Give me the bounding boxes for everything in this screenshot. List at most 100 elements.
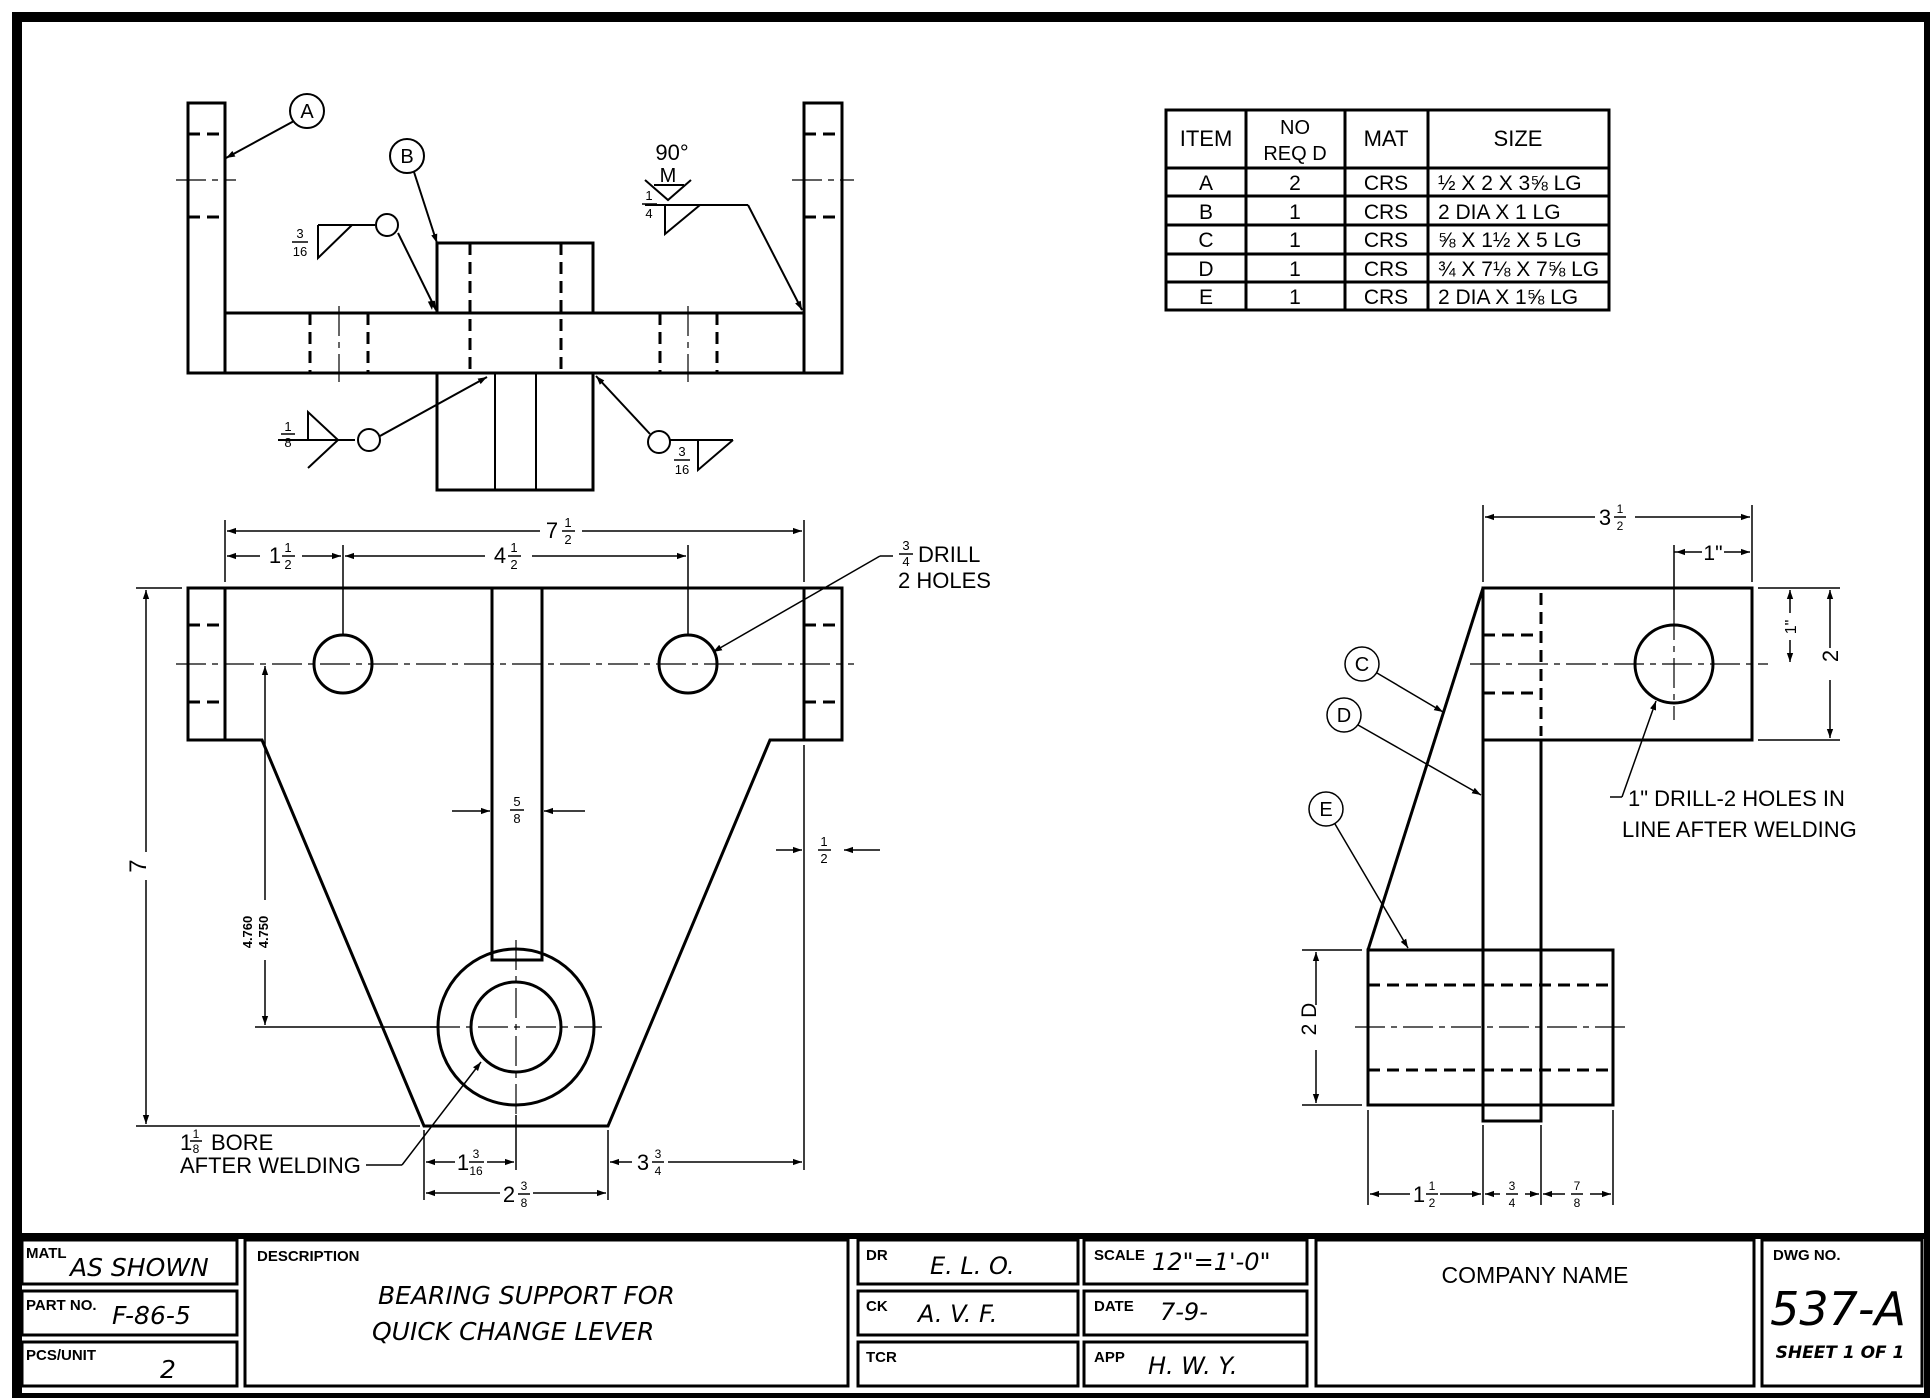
side-bottom-3-4-den: 4 <box>1509 1196 1516 1210</box>
balloon-d <box>1326 697 1362 733</box>
dim-3-3-4-den: 4 <box>655 1164 662 1178</box>
weld-m: M <box>660 165 677 187</box>
side-bottom-den: 2 <box>1429 1196 1436 1210</box>
top-view <box>176 101 854 492</box>
bom-row-mat: CRS <box>1364 229 1408 252</box>
front-view-text: 7 1 2 1 1 2 4 1 2 3 4 DRILL 2 HOLES 5 8 … <box>125 515 991 1210</box>
side-dim-2: 2 <box>1818 650 1843 662</box>
bom-row-qty: 1 <box>1289 286 1301 309</box>
side-dim-1in: 1" <box>1703 542 1722 565</box>
balloon-e <box>1308 791 1344 827</box>
pcs-unit-label: PCS/UNIT <box>26 1347 96 1364</box>
side-gusset <box>1366 587 1485 951</box>
top-view-annotations <box>225 93 803 473</box>
bom-row-item: C <box>1198 229 1213 252</box>
top-hub-upper <box>435 241 595 315</box>
weld-quarter-den: 4 <box>645 206 652 221</box>
dim-overall-whole: 7 <box>546 518 558 543</box>
side-view-dimensions <box>1302 505 1840 1205</box>
weld-angle: 90° <box>655 140 688 165</box>
bom-row-mat: CRS <box>1364 258 1408 281</box>
dim-spacing-den: 2 <box>510 557 517 572</box>
balloon-c-label: C <box>1355 654 1369 676</box>
balloon-e-label: E <box>1319 799 1332 821</box>
weld-left-num: 3 <box>296 226 303 241</box>
weld-right-num: 3 <box>678 444 685 459</box>
dim-height: 7 <box>125 859 152 872</box>
dim-1-3-16-den: 16 <box>469 1164 483 1178</box>
dim-2-3-8-den: 8 <box>521 1196 528 1210</box>
dim-3-3-4-whole: 3 <box>637 1150 649 1175</box>
description-label: DESCRIPTION <box>257 1248 360 1265</box>
weld-eighth-num: 1 <box>284 419 291 434</box>
ck-label: CK <box>866 1298 888 1315</box>
matl-label: MATL <box>26 1245 67 1262</box>
side-bottom-whole: 1 <box>1413 1182 1425 1207</box>
date-value: 7-9- <box>1160 1298 1208 1326</box>
bore-note-num: 1 <box>193 1127 200 1141</box>
side-view <box>1355 586 1768 1123</box>
side-dim-2d: 2 D <box>1298 1003 1321 1036</box>
bill-of-materials: ITEM NO REQ D MAT SIZE A 2 CRS ½ X 2 X 3… <box>1164 108 1611 312</box>
dim-overall-num: 1 <box>564 515 571 530</box>
bom-row-mat: CRS <box>1364 172 1408 195</box>
dim-offset-whole: 1 <box>269 543 281 568</box>
scale-value: 12"=1'-0" <box>1152 1248 1271 1276</box>
drill-note-text: DRILL <box>918 542 980 567</box>
dim-side-num: 1 <box>820 834 827 849</box>
bom-header-size: SIZE <box>1494 126 1543 151</box>
weld-quarter-num: 1 <box>645 188 652 203</box>
balloon-b <box>389 138 425 174</box>
drill-note-holes: 2 HOLES <box>898 568 991 593</box>
dim-web-num: 5 <box>513 794 520 809</box>
dim-3-3-4-num: 3 <box>655 1147 662 1161</box>
bom-header-reqd: REQ D <box>1263 143 1326 165</box>
matl-value: AS SHOWN <box>68 1253 209 1282</box>
ck-value: A. V. F. <box>916 1300 997 1328</box>
bom-row-mat: CRS <box>1364 286 1408 309</box>
bore-note-text: BORE <box>211 1130 273 1155</box>
top-view-text: A B 90° M 1 4 3 16 1 8 3 16 <box>281 101 690 477</box>
bom-row-size: ¾ X 7⅛ X 7⅝ LG <box>1438 258 1599 281</box>
weld-right-den: 16 <box>675 462 689 477</box>
balloon-a <box>289 93 325 129</box>
dim-offset-den: 2 <box>284 557 291 572</box>
top-hub-lower <box>435 371 595 492</box>
side-bottom-3-4-num: 3 <box>1509 1179 1516 1193</box>
bom-header-item: ITEM <box>1180 126 1233 151</box>
side-dim-1in-v: 1" <box>1783 620 1800 635</box>
dim-side-den: 2 <box>820 851 827 866</box>
app-label: APP <box>1094 1349 1125 1366</box>
bom-row-size: ½ X 2 X 3⅝ LG <box>1438 172 1582 195</box>
drill-note-num: 3 <box>902 538 909 553</box>
title-block: MATL AS SHOWN PART NO. F-86-5 PCS/UNIT 2… <box>17 1233 1929 1388</box>
front-view <box>176 586 854 1128</box>
dwg-no-value: 537-A <box>1770 1282 1906 1336</box>
balloon-a-label: A <box>300 101 314 123</box>
side-bottom-num: 1 <box>1429 1179 1436 1193</box>
top-left-plate <box>186 101 227 375</box>
dim-spacing-num: 1 <box>510 540 517 555</box>
side-column <box>1481 738 1543 1123</box>
weld-left-den: 16 <box>293 244 307 259</box>
dr-label: DR <box>866 1247 888 1264</box>
bore-note-whole: 1 <box>180 1130 192 1155</box>
description-line2: QUICK CHANGE LEVER <box>372 1317 654 1346</box>
dim-web-den: 8 <box>513 811 520 826</box>
top-right-plate <box>802 101 844 375</box>
bom-row-qty: 2 <box>1289 172 1301 195</box>
bom-row-item: E <box>1199 286 1213 309</box>
bom-row-size: ⅝ X 1½ X 5 LG <box>1438 229 1582 252</box>
part-no-label: PART NO. <box>26 1297 97 1314</box>
side-bottom-7-8-num: 7 <box>1574 1179 1581 1193</box>
bom-row-item: B <box>1199 201 1213 224</box>
company-name: COMPANY NAME <box>1441 1262 1628 1288</box>
front-stem <box>490 586 544 962</box>
side-drill-note-2: LINE AFTER WELDING <box>1622 817 1857 842</box>
dim-spacing-whole: 4 <box>494 543 506 568</box>
front-view-dimensions <box>136 520 893 1200</box>
dim-overall-den: 2 <box>564 532 571 547</box>
dwg-no-label: DWG NO. <box>1773 1247 1841 1264</box>
bom-row-qty: 1 <box>1289 258 1301 281</box>
